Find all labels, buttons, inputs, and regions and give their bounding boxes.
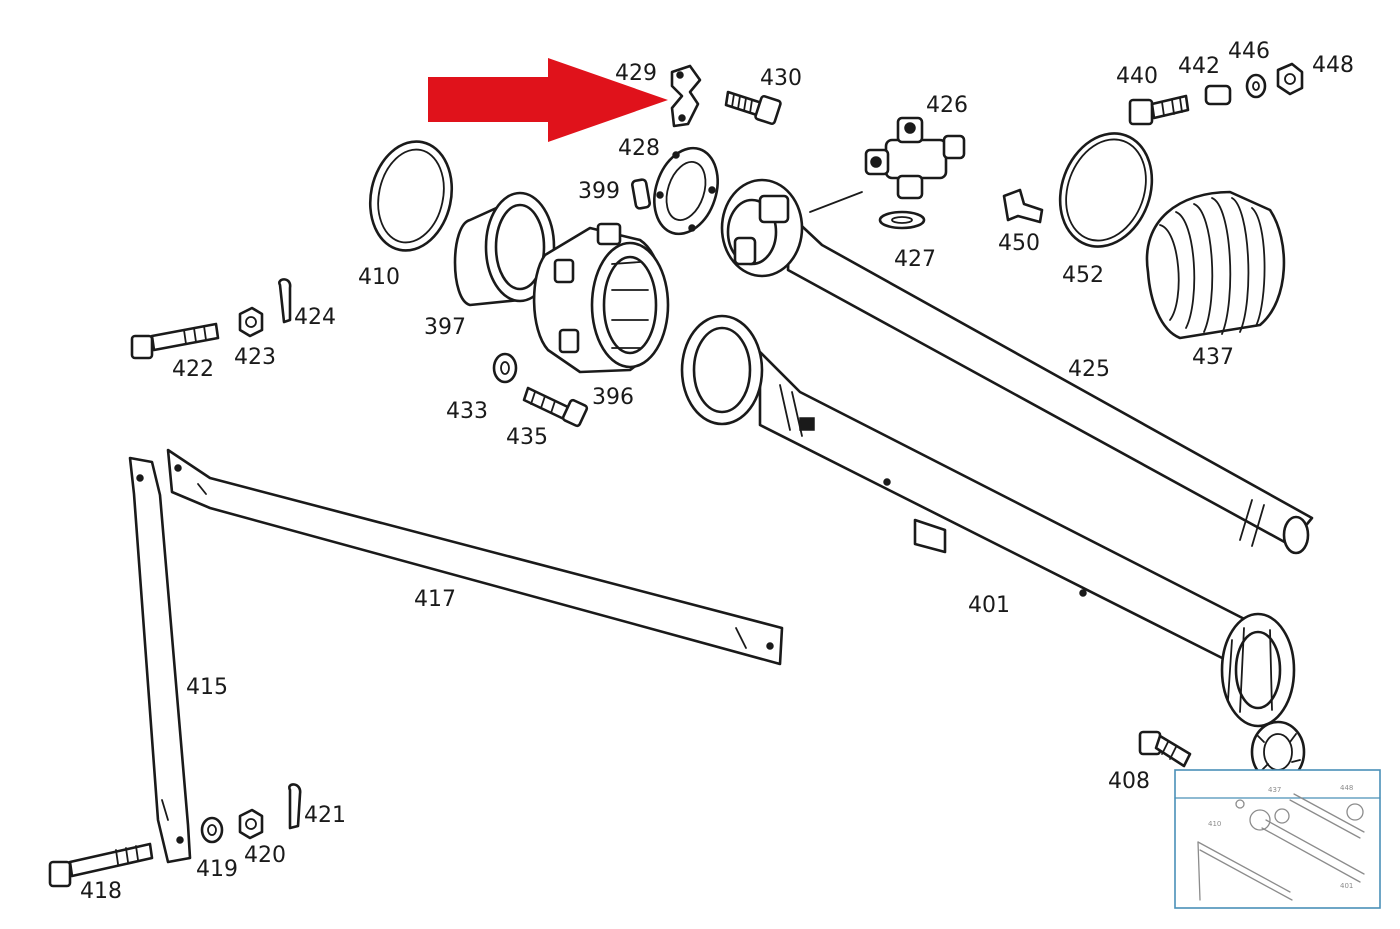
label-442: 442 bbox=[1178, 54, 1220, 79]
snap-ring-427 bbox=[878, 210, 926, 230]
label-425: 425 bbox=[1068, 357, 1110, 382]
rubber-boot-437 bbox=[1145, 190, 1286, 340]
svg-text:410: 410 bbox=[1208, 820, 1221, 828]
label-446: 446 bbox=[1228, 39, 1270, 64]
label-428: 428 bbox=[618, 136, 660, 161]
label-418: 418 bbox=[80, 879, 122, 904]
svg-text:448: 448 bbox=[1340, 784, 1353, 792]
nut-420 bbox=[238, 808, 264, 840]
bolt-440 bbox=[1128, 94, 1190, 126]
label-424: 424 bbox=[294, 305, 336, 330]
label-435: 435 bbox=[506, 425, 548, 450]
label-430: 430 bbox=[760, 66, 802, 91]
bolt-408 bbox=[1138, 730, 1192, 768]
label-429: 429 bbox=[615, 61, 657, 86]
drag-link-415 bbox=[128, 456, 192, 864]
label-408: 408 bbox=[1108, 769, 1150, 794]
bolt-422 bbox=[130, 322, 220, 360]
cotter-pin-421 bbox=[288, 783, 302, 830]
label-452: 452 bbox=[1062, 263, 1104, 288]
label-422: 422 bbox=[172, 357, 214, 382]
lock-plate-429 bbox=[670, 64, 702, 128]
label-420: 420 bbox=[244, 843, 286, 868]
label-427: 427 bbox=[894, 247, 936, 272]
label-415: 415 bbox=[186, 675, 228, 700]
tie-rod-417 bbox=[166, 448, 784, 666]
universal-joint-426 bbox=[864, 116, 966, 200]
clamp-ring-452 bbox=[1058, 132, 1154, 248]
drive-shaft-425 bbox=[720, 178, 1314, 555]
nut-448 bbox=[1276, 62, 1304, 96]
callout-labels: 429 430 428 399 426 427 440 442 446 448 … bbox=[80, 39, 1354, 904]
label-397: 397 bbox=[424, 315, 466, 340]
bolt-430 bbox=[724, 90, 782, 126]
housing-396 bbox=[532, 222, 670, 374]
overview-thumbnail[interactable]: 437 448 410 401 bbox=[1174, 769, 1381, 909]
bushing-442 bbox=[1204, 84, 1232, 106]
bolt-435 bbox=[522, 386, 589, 428]
label-437: 437 bbox=[1192, 345, 1234, 370]
label-410: 410 bbox=[358, 265, 400, 290]
seal-ring-410 bbox=[368, 140, 454, 252]
label-419: 419 bbox=[196, 857, 238, 882]
label-426: 426 bbox=[926, 93, 968, 118]
washer-433 bbox=[492, 352, 518, 384]
label-399: 399 bbox=[578, 179, 620, 204]
svg-text:401: 401 bbox=[1340, 882, 1353, 890]
svg-text:437: 437 bbox=[1268, 786, 1281, 794]
nut-423 bbox=[238, 306, 264, 338]
label-433: 433 bbox=[446, 399, 488, 424]
cotter-pin-424 bbox=[278, 278, 292, 324]
label-448: 448 bbox=[1312, 53, 1354, 78]
label-417: 417 bbox=[414, 587, 456, 612]
clip-450 bbox=[1002, 188, 1044, 224]
bolt-418 bbox=[48, 842, 154, 888]
thrust-washer-428 bbox=[653, 146, 719, 236]
label-421: 421 bbox=[304, 803, 346, 828]
washer-419 bbox=[200, 816, 224, 844]
dowel-399 bbox=[631, 178, 651, 210]
washer-446 bbox=[1245, 73, 1267, 99]
axle-tube-401 bbox=[680, 314, 1296, 728]
label-423: 423 bbox=[234, 345, 276, 370]
label-440: 440 bbox=[1116, 64, 1158, 89]
label-396: 396 bbox=[592, 385, 634, 410]
label-450: 450 bbox=[998, 231, 1040, 256]
label-401: 401 bbox=[968, 593, 1010, 618]
highlight-arrow bbox=[428, 58, 668, 142]
